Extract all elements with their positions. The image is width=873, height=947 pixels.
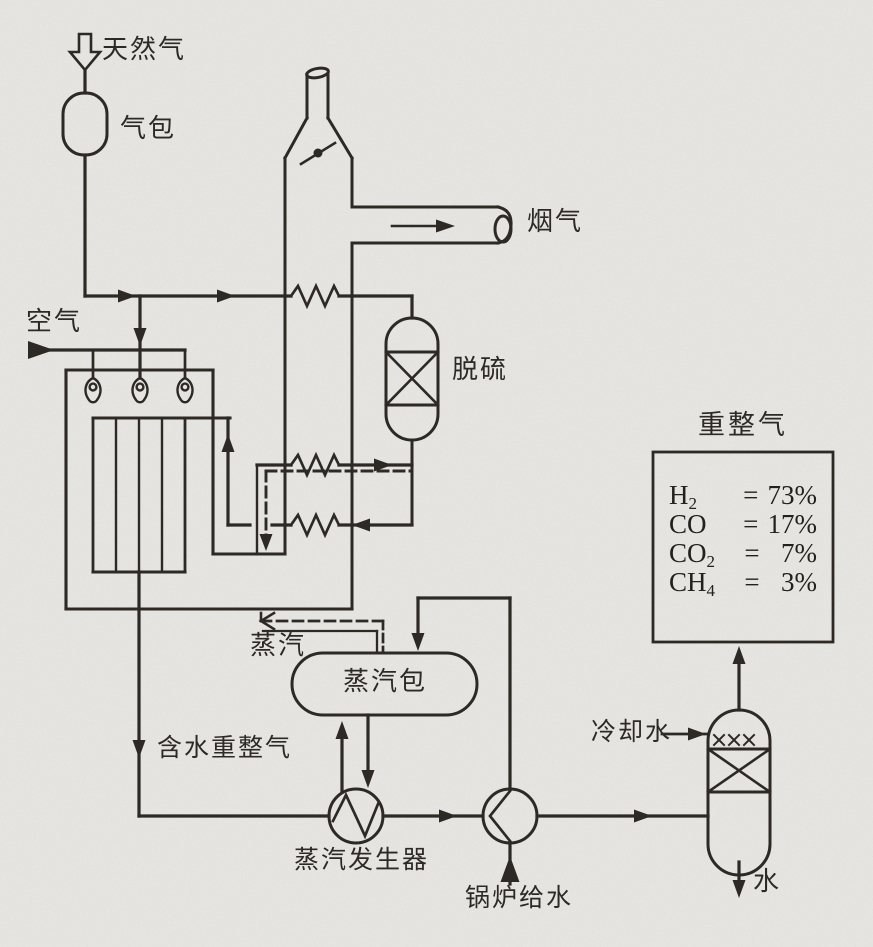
spray-nozzle-icons bbox=[712, 733, 756, 747]
label-desulfurizer: 脱硫 bbox=[452, 355, 509, 385]
water-out-arrow bbox=[732, 880, 746, 898]
flow-arrow-right bbox=[374, 458, 392, 472]
label-gas-drum: 气包 bbox=[120, 114, 177, 144]
label-water: 水 bbox=[753, 867, 782, 897]
feed-preheat-coil bbox=[289, 282, 341, 310]
flue-gas-arrow bbox=[436, 219, 455, 233]
air-inlet-arrow bbox=[28, 341, 54, 359]
boiler-feed-water-line bbox=[411, 596, 520, 886]
flow-arrow-up bbox=[335, 721, 349, 739]
label-flue-gas: 烟气 bbox=[527, 207, 584, 237]
steam-superheat-coil-line bbox=[255, 451, 414, 479]
reformed-gas-box-border bbox=[651, 450, 835, 644]
reformer-furnace bbox=[64, 368, 354, 611]
steam-arrow-down bbox=[259, 534, 273, 551]
flow-arrow-left bbox=[352, 518, 370, 532]
flow-arrow-right bbox=[634, 809, 652, 823]
composition-row: CH4 = 3% bbox=[669, 567, 817, 600]
label-boiler-feed-water: 锅炉给水 bbox=[465, 883, 574, 912]
drum-circulation-lines bbox=[335, 713, 375, 794]
flow-arrow-right bbox=[439, 809, 457, 823]
steam-line-dashed bbox=[264, 469, 414, 543]
reformed-gas-product-line bbox=[132, 570, 331, 818]
label-reformed-gas-title: 重整气 bbox=[698, 410, 788, 441]
air-line bbox=[28, 294, 187, 380]
exchanger-coil-icon bbox=[331, 791, 380, 840]
label-steam: 蒸汽 bbox=[250, 631, 307, 661]
label-natural-gas: 天然气 bbox=[102, 35, 187, 65]
flow-arrow-up bbox=[732, 646, 746, 664]
burner-icons bbox=[84, 376, 194, 404]
scrubber-overhead-line bbox=[732, 646, 746, 712]
label-cooling-water: 冷却水 bbox=[591, 717, 673, 746]
gas-line-to-cooler bbox=[381, 809, 710, 823]
gas-drum-vessel bbox=[61, 68, 109, 298]
composition-row: H2 = 73% bbox=[669, 480, 817, 513]
exchanger-chevron-icon bbox=[488, 789, 512, 843]
damper-pivot bbox=[313, 148, 323, 158]
flow-arrow-right bbox=[118, 289, 136, 303]
natural-gas-inlet-arrow-icon bbox=[67, 32, 103, 73]
composition-row: CO2 = 7% bbox=[669, 538, 817, 571]
water-outlet-line bbox=[732, 860, 746, 898]
steam-drum-vessel bbox=[290, 651, 479, 717]
flue-gas-duct bbox=[350, 205, 513, 245]
fuel-gas-arrow bbox=[133, 328, 147, 346]
flow-arrow-down bbox=[361, 770, 375, 788]
chimney-stack bbox=[282, 66, 355, 611]
label-steam-generator: 蒸汽发生器 bbox=[294, 845, 430, 874]
flow-arrow-up bbox=[221, 434, 235, 452]
steam-export-line bbox=[258, 611, 385, 654]
label-air: 空气 bbox=[26, 307, 83, 337]
flow-arrow-right bbox=[688, 727, 706, 741]
flow-arrow-down bbox=[411, 633, 425, 651]
reformed-gas-composition: H2 = 73% CO = 17% CO2 = 7% CH4 = 3% bbox=[653, 480, 833, 600]
reformer-tube-bank bbox=[91, 416, 232, 574]
flow-arrow-down bbox=[132, 740, 146, 758]
desulfurizer-vessel bbox=[384, 316, 440, 527]
label-steam-drum: 蒸汽包 bbox=[343, 667, 428, 697]
feed-riser bbox=[221, 416, 252, 527]
label-wet-reformed-gas: 含水重整气 bbox=[157, 733, 293, 762]
bfw-inlet-arrow bbox=[500, 856, 520, 882]
flow-arrow-right bbox=[217, 289, 235, 303]
feed-reheat-coil-line bbox=[270, 511, 414, 539]
cooling-water-line bbox=[660, 727, 710, 741]
composition-row: CO = 17% bbox=[669, 509, 817, 539]
